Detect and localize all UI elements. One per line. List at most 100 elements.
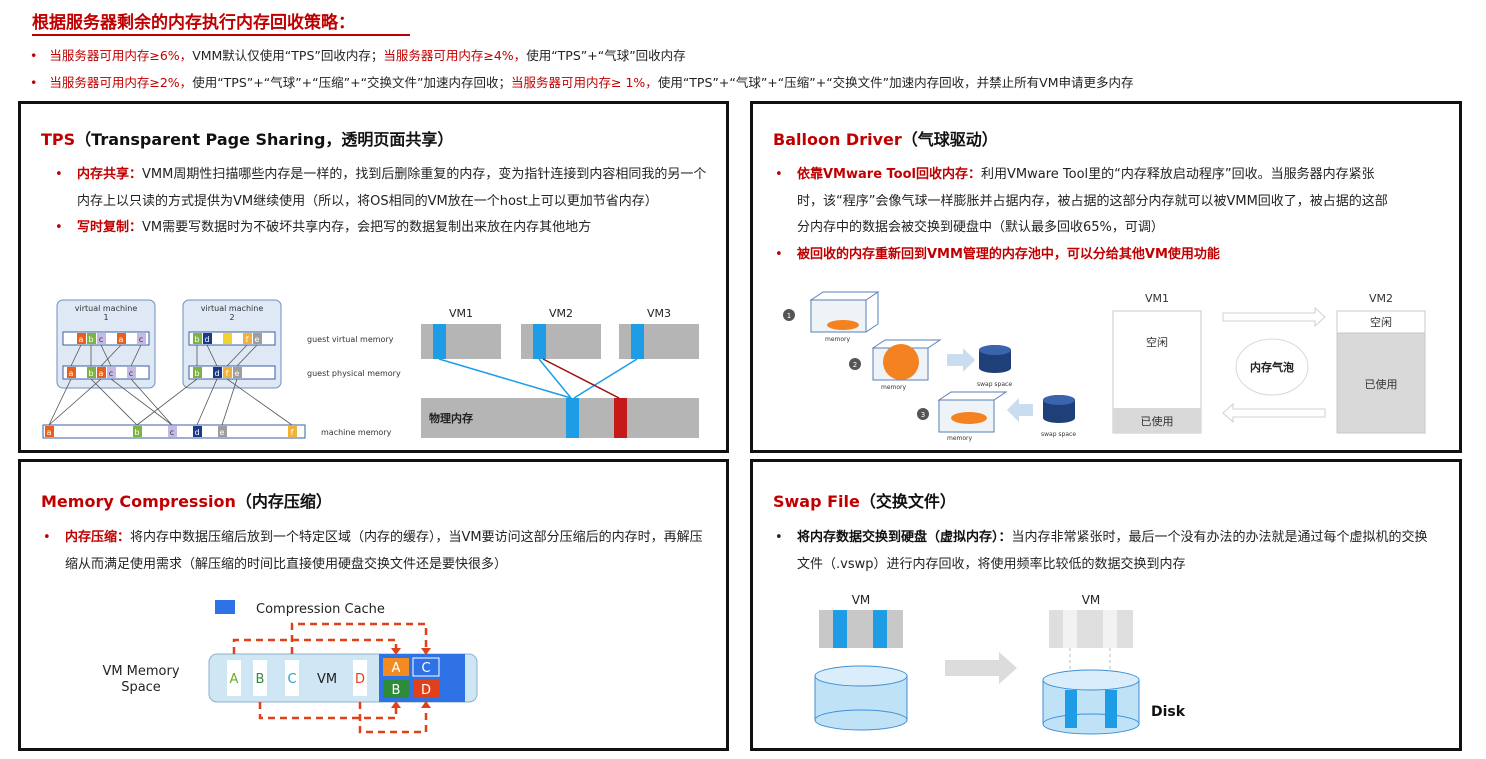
svg-text:d: d bbox=[214, 369, 219, 378]
step-3-marker bbox=[917, 408, 929, 420]
arrow-left bbox=[1222, 402, 1326, 424]
svg-text:C: C bbox=[287, 672, 296, 687]
svg-text:c: c bbox=[109, 369, 113, 378]
svg-text:f: f bbox=[226, 369, 229, 378]
threshold-6: 当服务器可用内存≥6%， bbox=[49, 48, 193, 63]
svg-text:memory: memory bbox=[881, 384, 907, 391]
swap-vm-left-page-1 bbox=[833, 610, 847, 648]
swap-bullet-1: •将内存数据交换到硬盘（虚拟内存）：当内存非常紧张时，最后一个没有办法的办法就是… bbox=[775, 525, 1429, 578]
swap-text-1: 当内存非常紧张时，最后一个没有办法的办法就是通过每个虚拟机的交换文件（.vswp… bbox=[797, 530, 1428, 572]
vm2-label: VM2 bbox=[549, 307, 573, 320]
svg-text:f: f bbox=[246, 335, 249, 344]
balloon-body: •依靠VMware Tool回收内存：利用VMware Tool里的“内存释放启… bbox=[775, 162, 1399, 269]
bullet: • bbox=[775, 246, 783, 262]
bullet: • bbox=[43, 530, 51, 545]
vm1-physical-row: a b a c c bbox=[62, 365, 150, 380]
cell-d bbox=[353, 660, 367, 696]
step-2-marker bbox=[849, 358, 861, 370]
svg-text:d: d bbox=[194, 428, 199, 437]
svg-text:2: 2 bbox=[853, 361, 857, 369]
compression-title: Memory Compression（内存压缩） bbox=[41, 488, 332, 512]
tps-title-en: TPS bbox=[41, 130, 76, 149]
svg-text:D: D bbox=[421, 683, 431, 698]
swap-body: •将内存数据交换到硬盘（虚拟内存）：当内存非常紧张时，最后一个没有办法的办法就是… bbox=[775, 525, 1429, 578]
svg-text:memory: memory bbox=[947, 435, 973, 442]
vm2-title: virtual machine bbox=[201, 304, 264, 313]
swap-disk-right bbox=[1042, 669, 1140, 691]
bullet: • bbox=[775, 530, 783, 545]
balloon-vm2-label: VM2 bbox=[1369, 292, 1393, 305]
swap-vm-left-page-2 bbox=[873, 610, 887, 648]
svg-text:e: e bbox=[220, 428, 225, 437]
tps-mapping-diagram: virtual machine 1 virtual machine 2 a b … bbox=[42, 299, 401, 439]
compression-text-1: 将内存中数据压缩后放到一个特定区域（内存的缓存），当VM要访问这部分压缩后的内存… bbox=[65, 530, 703, 572]
balloon-panel: Balloon Driver（气球驱动） •依靠VMware Tool回收内存：… bbox=[750, 101, 1462, 453]
compression-title-en: Memory Compression bbox=[41, 492, 236, 511]
cache-legend-label: Compression Cache bbox=[256, 602, 385, 617]
svg-text:a: a bbox=[47, 428, 52, 437]
balloon-deflated bbox=[951, 412, 987, 424]
cell-c bbox=[285, 660, 299, 696]
tps-text-1: VMM周期性扫描哪些内存是一样的，找到后删除重复的内存，变为指针连接到内容相同我… bbox=[77, 167, 707, 209]
strategy-line-1: •当服务器可用内存≥6%，VMM默认仅使用“TPS”回收内存；当服务器可用内存≥… bbox=[30, 45, 686, 64]
svg-text:c: c bbox=[139, 335, 143, 344]
swap-panel: Swap File（交换文件） •将内存数据交换到硬盘（虚拟内存）：当内存非常紧… bbox=[750, 459, 1462, 751]
svg-text:C: C bbox=[421, 661, 430, 676]
swap-vm-right-slot-2 bbox=[1103, 610, 1117, 648]
balloon-bubble-label: 内存气泡 bbox=[1250, 360, 1294, 374]
physical-memory-label: 物理内存 bbox=[429, 411, 473, 425]
balloon-title-cn: （气球驱动） bbox=[901, 130, 998, 149]
bullet: • bbox=[30, 75, 38, 90]
balloon-title-en: Balloon Driver bbox=[773, 130, 902, 149]
balloon-title: Balloon Driver（气球驱动） bbox=[773, 126, 998, 150]
svg-text:b: b bbox=[134, 428, 139, 437]
balloon-keyword-1: 依靠VMware Tool回收内存： bbox=[797, 167, 981, 182]
vm2-physical-row: b d f e bbox=[188, 365, 276, 380]
bullet: • bbox=[30, 48, 38, 63]
vm1-page bbox=[433, 324, 446, 359]
cache-legend-swatch bbox=[215, 600, 235, 614]
balloon-steps-diagram: 1 memory 2 memory swap space 3 memory sw… bbox=[783, 291, 1076, 442]
svg-text:b: b bbox=[194, 369, 199, 378]
swap-title-cn: （交换文件） bbox=[859, 492, 956, 511]
tps-keyword-2: 写时复制： bbox=[77, 220, 143, 235]
tps-title-cn: （Transparent Page Sharing，透明页面共享） bbox=[75, 130, 454, 149]
svg-text:b: b bbox=[88, 335, 93, 344]
guest-physical-label: guest physical memory bbox=[307, 369, 401, 378]
swap-arrow bbox=[945, 652, 1017, 684]
threshold-1: 当服务器可用内存≥ 1%， bbox=[511, 75, 658, 90]
swap-vm-right-slot-1 bbox=[1063, 610, 1077, 648]
arrow-right bbox=[1222, 306, 1326, 328]
swap-vm-right-bar bbox=[1049, 610, 1133, 648]
cache-b bbox=[383, 680, 409, 698]
svg-text:a: a bbox=[119, 335, 124, 344]
compression-title-cn: （内存压缩） bbox=[235, 492, 332, 511]
svg-text:swap space: swap space bbox=[977, 381, 1012, 388]
tps-sharing-diagram: VM1 VM2 VM3 物理内存 bbox=[421, 307, 699, 438]
swap-disk-1 bbox=[979, 345, 1011, 355]
vm1-virtual-row: a b c a c bbox=[62, 331, 150, 346]
vm-memory-label-2: Space bbox=[121, 680, 161, 695]
vm2-num: 2 bbox=[229, 313, 234, 322]
vm2-free-label: 空闲 bbox=[1370, 315, 1392, 329]
svg-text:e: e bbox=[255, 335, 260, 344]
tps-keyword-1: 内存共享： bbox=[77, 167, 143, 182]
swap-vm-left-bar bbox=[819, 610, 903, 648]
compression-panel: Memory Compression（内存压缩） • 内存压缩：将内存中数据压缩后… bbox=[18, 459, 729, 751]
balloon-keyword-2: 被回收的内存重新回到VMM管理的内存池中，可以分给其他VM使用功能 bbox=[797, 246, 1220, 262]
balloon-bullet-2: • 被回收的内存重新回到VMM管理的内存池中，可以分给其他VM使用功能 bbox=[775, 242, 1399, 269]
tps-title: TPS（Transparent Page Sharing，透明页面共享） bbox=[41, 126, 453, 150]
swap-vm-right-label: VM bbox=[1082, 593, 1101, 607]
vm2-virtual-row: b d f e bbox=[188, 331, 276, 346]
svg-text:c: c bbox=[129, 369, 133, 378]
svg-text:c: c bbox=[170, 428, 174, 437]
compression-body: • 内存压缩：将内存中数据压缩后放到一个特定区域（内存的缓存），当VM要访问这部分… bbox=[43, 525, 710, 578]
compression-keyword-1: 内存压缩： bbox=[65, 530, 131, 545]
svg-text:D: D bbox=[355, 672, 365, 687]
swap-diagram: VM VM Disk bbox=[814, 593, 1186, 735]
physical-memory-bar bbox=[421, 398, 699, 438]
arrow-to-swap bbox=[947, 348, 975, 372]
swap-title: Swap File（交换文件） bbox=[773, 488, 956, 512]
balloon-bullet-1: •依靠VMware Tool回收内存：利用VMware Tool里的“内存释放启… bbox=[775, 162, 1399, 242]
svg-text:b: b bbox=[88, 369, 93, 378]
